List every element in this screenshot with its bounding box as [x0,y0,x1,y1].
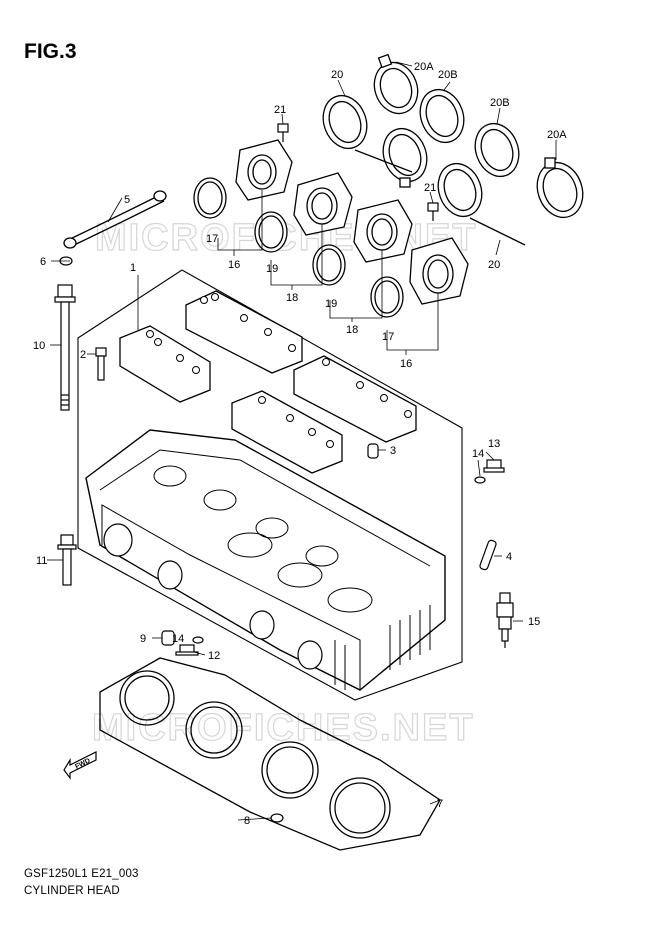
fwd-arrow-icon: FWD [63,751,97,780]
cam-holder-3 [293,355,417,443]
clamp-20-middle [382,127,428,188]
callout-19-left: 19 [266,263,278,275]
callout-18-left: 18 [286,292,298,304]
callout-3: 3 [390,445,396,457]
section-name: CYLINDER HEAD [24,885,120,897]
callout-21-top: 21 [274,104,286,116]
callout-10: 10 [33,340,45,352]
fwd-label: FWD [74,757,91,770]
intake-clamps [322,53,584,246]
callout-16-right: 16 [400,358,412,370]
intake-pipe-1 [235,139,293,201]
callouts: 5 6 10 2 1 11 3 4 9 14 12 13 14 15 7 8 2… [33,61,567,827]
intake-pipe-2 [293,172,353,236]
callout-8: 8 [244,815,250,827]
callout-14-upper: 14 [472,448,484,460]
figure-title: FIG.3 [24,40,77,63]
screws-21 [277,123,439,221]
callout-20a-top: 20A [414,61,434,73]
callout-20-left: 20 [331,69,343,81]
callout-14-lower: 14 [172,633,184,645]
clamp-20-left [322,94,368,150]
cylinder-head-assembly [77,269,463,701]
watermark-bottom: MICROFICHES.NET [92,707,475,749]
intake-pipes [193,139,469,318]
callout-21-right: 21 [424,182,436,194]
callout-4: 4 [506,551,512,563]
clamp-20b-upper [419,88,465,144]
clamp-20a-top [373,53,419,115]
callout-15: 15 [528,616,540,628]
pin-4 [479,539,497,571]
callout-6: 6 [40,256,46,268]
dowel-8 [270,813,284,823]
callout-20-right: 20 [488,259,500,271]
callout-9: 9 [140,633,146,645]
callout-19-right: 19 [325,298,337,310]
dowel-pin-3 [367,443,379,459]
callout-20b-lower: 20B [490,97,510,109]
callout-17-left: 17 [206,233,218,245]
cam-holder-2 [119,325,211,403]
callout-1: 1 [130,262,136,274]
clamp-20b-lower [474,122,520,178]
callout-13: 13 [488,438,500,450]
plug-13 [483,459,505,473]
assembly-frame [77,269,463,701]
callout-7: 7 [437,798,443,810]
washer-14-lower [192,636,204,644]
cam-holder-4 [231,390,343,474]
callout-2: 2 [80,349,86,361]
spark-plug-15 [496,592,514,648]
bolt-11 [57,534,77,586]
model-code: GSF1250L1 E21_003 [24,868,139,880]
callout-11: 11 [36,555,47,567]
callout-17-right: 17 [382,331,394,343]
bolt-10 [54,284,76,411]
bolt-12 [175,644,199,656]
callout-16-left: 16 [228,259,240,271]
cam-holder-1 [185,290,303,374]
callout-18-right: 18 [346,324,358,336]
callout-20a-right: 20A [547,129,567,141]
callout-20b-upper: 20B [438,69,458,81]
bolt-2 [95,347,107,381]
intake-pipe-3 [353,199,413,263]
gasket-14-upper [474,476,486,484]
callout-12: 12 [208,650,220,662]
callout-5: 5 [124,194,130,206]
head-gasket-7 [99,657,441,851]
clamp-20a-right [536,157,584,219]
clamp-20-right [437,162,483,218]
intake-pipe-4 [409,237,469,305]
hose-5 [63,190,167,249]
